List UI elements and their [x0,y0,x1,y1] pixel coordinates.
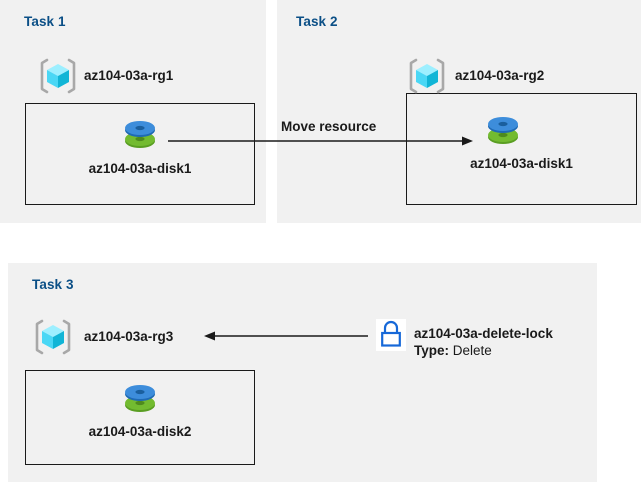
disk-name-3: az104-03a-disk2 [88,424,192,439]
resource-group-name-2: az104-03a-rg2 [455,68,545,83]
move-resource-label: Move resource [281,119,377,134]
lock-type-key: Type: [414,343,450,358]
resource-group-icon [38,57,78,95]
lock-icon [376,319,406,351]
task-label-3: Task 3 [32,277,74,292]
resource-group-name-3: az104-03a-rg3 [84,329,174,344]
resource-group-icon [33,318,73,356]
disk-name-2: az104-03a-disk1 [470,156,573,171]
lock-type-value: Delete [452,343,492,358]
lock-type-row: Type: Delete [414,343,492,358]
resource-container-box-1 [25,103,255,205]
task-label-1: Task 1 [24,14,66,29]
task-label-2: Task 2 [296,14,338,29]
managed-disk-icon [483,110,523,150]
lock-name: az104-03a-delete-lock [414,326,553,341]
managed-disk-icon [120,114,160,154]
disk-name-1: az104-03a-disk1 [88,161,192,176]
resource-container-box-2 [406,93,637,205]
resource-group-name-1: az104-03a-rg1 [84,68,174,83]
managed-disk-icon [120,378,160,418]
resource-group-icon [407,57,447,95]
